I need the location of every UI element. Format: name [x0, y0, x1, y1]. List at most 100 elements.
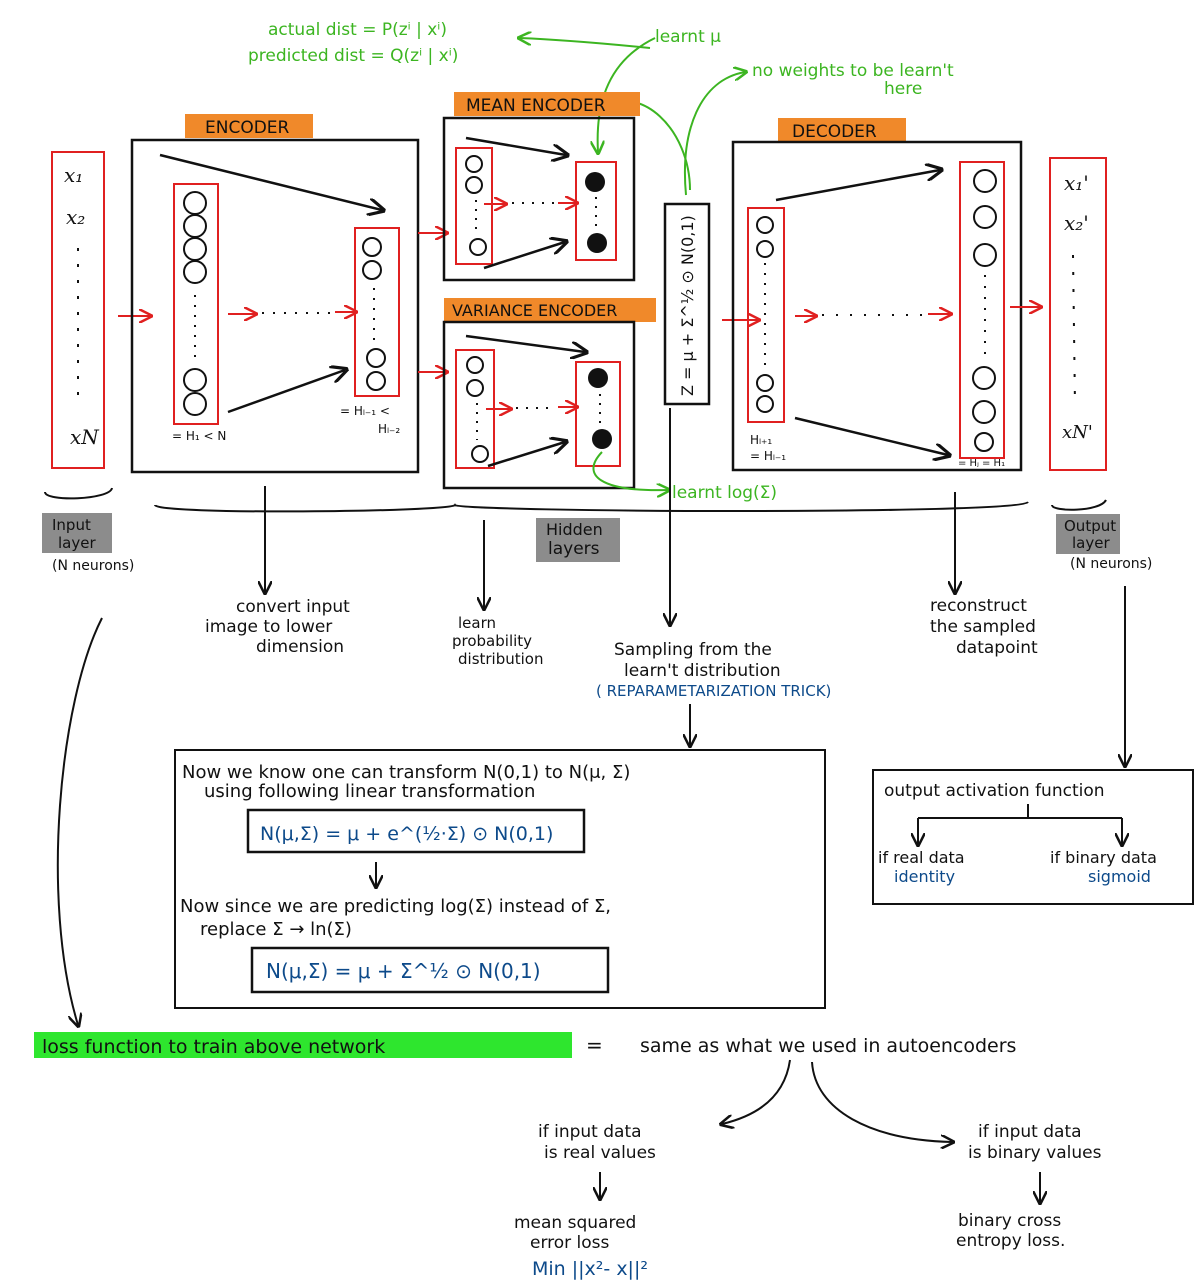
variance-encoder-label: VARIANCE ENCODER	[452, 301, 617, 320]
mean-bottom-arrow	[483, 242, 565, 270]
decoder-layer2	[959, 161, 1005, 459]
loss-label: loss function to train above network	[42, 1036, 385, 1058]
input-x1: x₁	[64, 163, 83, 187]
green-arrow-learnt-mu	[598, 37, 656, 152]
input-label-2: layer	[58, 534, 96, 552]
mean-encoder-label: MEAN ENCODER	[466, 96, 606, 116]
decoder-hj-label: = Hⱼ = H₁	[958, 458, 1005, 469]
transform-line3: Now since we are predicting log(Σ) inste…	[180, 896, 611, 917]
reconstruct-desc-2: the sampled	[930, 617, 1036, 637]
input-layer-box	[51, 151, 105, 469]
convert-desc-2: image to lower	[205, 617, 332, 637]
formula1-box	[246, 808, 586, 854]
input-brace	[44, 487, 113, 500]
encoder-label: ENCODER	[205, 118, 290, 138]
mean-encoder-input	[455, 147, 493, 265]
mean-encoder-neurons	[465, 155, 487, 256]
encoder-layer2-neurons	[362, 237, 386, 391]
encoder-box	[130, 138, 420, 474]
loss-equals: =	[586, 1033, 603, 1057]
no-weights-label-2: here	[884, 79, 922, 99]
sampling-desc-3: ( REPARAMETARIZATION TRICK)	[596, 682, 831, 700]
variance-top-arrow	[465, 334, 585, 352]
activation-real: if real data	[878, 848, 965, 867]
input-xn: xN	[70, 425, 100, 449]
encoder-top-arrow	[159, 153, 382, 210]
formula1: N(μ,Σ) = μ + e^(½·Σ) ⊙ N(0,1)	[260, 823, 553, 845]
input-label: Input	[52, 516, 91, 534]
encoder-bottom-arrow	[227, 370, 345, 414]
activation-binary-value: sigmoid	[1088, 867, 1151, 886]
output-dots	[1072, 254, 1076, 406]
transform-line1: Now we know one can transform N(0,1) to …	[182, 762, 630, 783]
activation-binary: if binary data	[1050, 848, 1157, 867]
transform-line2: using following linear transformation	[204, 781, 535, 802]
learnt-log-sigma-label: learnt log(Σ)	[672, 483, 777, 503]
learn-desc-3: distribution	[458, 650, 543, 668]
mean-encoder-output	[575, 161, 617, 261]
output-x2: x₂'	[1064, 211, 1089, 235]
learnt-mu-label: learnt μ	[655, 27, 721, 47]
hidden-layers-brace	[154, 501, 1029, 513]
variance-encoder-neurons	[466, 356, 489, 463]
output-layer-box	[1049, 157, 1107, 471]
hidden-label: Hidden	[546, 520, 603, 539]
no-weights-label: no weights to be learn't	[752, 61, 954, 81]
variance-encoder-output	[575, 361, 621, 467]
decoder-label: DECODER	[792, 122, 877, 142]
variance-output-neuron-2	[592, 429, 612, 449]
output-activation-title: output activation function	[884, 781, 1105, 801]
loss-curve-arrow	[56, 617, 103, 1025]
output-xn: xN'	[1062, 422, 1093, 443]
output-label: Output	[1064, 517, 1116, 535]
z-sampling-formula: Z = μ + Σ^½ ⊙ N(0,1)	[678, 215, 697, 396]
variance-encoder-label-bg	[444, 298, 656, 322]
loss-binary-cond: if input data	[978, 1122, 1082, 1142]
predicted-dist-label: predicted dist = Q(zⁱ | xⁱ)	[248, 46, 458, 66]
decoder-label-bg	[778, 118, 906, 142]
bce-label: binary cross	[958, 1211, 1061, 1231]
bce-label-2: entropy loss.	[956, 1231, 1065, 1251]
learn-desc-2: probability	[452, 632, 532, 650]
mse-label-2: error loss	[530, 1233, 610, 1253]
variance-bottom-arrow	[487, 442, 565, 468]
mse-label: mean squared	[514, 1213, 636, 1233]
sampling-desc: Sampling from the	[614, 640, 772, 660]
encoder-layer2	[354, 227, 400, 397]
formula2: N(μ,Σ) = μ + Σ^½ ⊙ N(0,1)	[266, 959, 541, 983]
hidden-label-2: layers	[548, 539, 600, 559]
convert-desc: convert input	[236, 597, 350, 617]
activation-split	[918, 804, 1122, 819]
decoder-layer1	[747, 207, 785, 423]
mse-formula: Min ||x²- x||²	[532, 1258, 648, 1280]
loss-real-arrow	[722, 1059, 791, 1124]
input-x2: x₂	[66, 205, 85, 229]
transform-line4: replace Σ → ln(Σ)	[200, 919, 352, 940]
activation-real-value: identity	[894, 867, 955, 886]
output-label-2: layer	[1072, 534, 1110, 552]
encoder-h1-label: = H₁ < N	[172, 429, 226, 443]
hidden-label-bg	[536, 518, 620, 562]
mean-output-neuron-1	[585, 172, 605, 192]
encoder-hl1-label: = Hₗ₋₁ <	[340, 404, 390, 418]
decoder-hd1-label: Hₗ₊₁	[750, 433, 772, 447]
encoder-layer1	[173, 183, 219, 425]
decoder-top-arrow	[775, 170, 940, 202]
green-arrow-no-weights	[684, 72, 745, 196]
mean-encoder-box	[442, 116, 636, 282]
formula2-box	[250, 946, 610, 994]
decoder-hd2-label: = Hₗ₋₁	[750, 449, 786, 463]
output-brace	[1051, 499, 1107, 511]
reconstruct-desc: reconstruct	[930, 596, 1027, 616]
variance-output-neuron-1	[588, 368, 608, 388]
encoder-hl2-label: Hₗ₋₂	[378, 422, 400, 436]
green-arrow-to-dist	[520, 38, 651, 49]
loss-real-cond: if input data	[538, 1122, 642, 1142]
mean-output-neuron-2	[587, 233, 607, 253]
output-label-bg	[1056, 514, 1120, 554]
green-arrow-learnt-log	[592, 451, 668, 490]
mean-top-arrow	[465, 136, 566, 155]
loss-highlight	[34, 1032, 572, 1058]
loss-rest: same as what we used in autoencoders	[640, 1035, 1016, 1057]
